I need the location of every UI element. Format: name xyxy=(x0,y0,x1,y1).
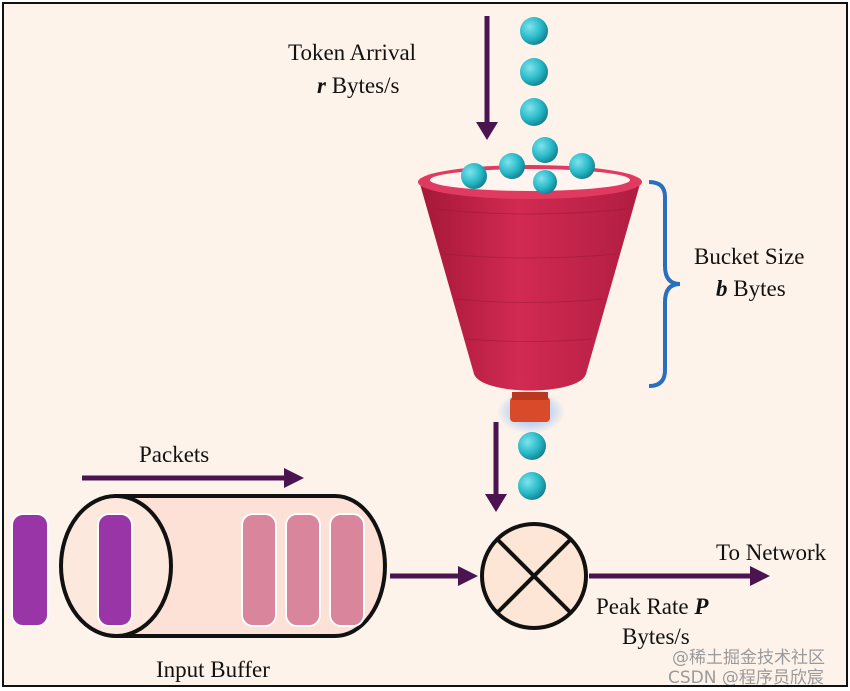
peak-rate-label: Peak Rate P xyxy=(596,594,709,619)
regulator-gate xyxy=(480,522,588,630)
bucket-size-variable: b xyxy=(716,276,728,301)
diagram-canvas: Token Arrival r Bytes/s Bucket Size b By… xyxy=(11,16,827,687)
to-network-label: To Network xyxy=(716,540,827,565)
buffered-packet xyxy=(329,513,365,627)
bucket xyxy=(418,137,642,434)
incoming-tokens xyxy=(520,17,548,126)
bucket-size-bracket xyxy=(648,180,681,388)
token-rate-variable: r xyxy=(317,73,327,98)
token xyxy=(569,153,595,179)
token-arrival-arrow xyxy=(476,16,498,140)
token-arrival-label: Token Arrival xyxy=(288,40,416,65)
token xyxy=(532,137,558,163)
buffered-packet xyxy=(241,513,277,627)
outgoing-tokens xyxy=(518,432,546,500)
token xyxy=(520,17,548,45)
packets-arrow xyxy=(82,468,304,488)
token xyxy=(520,98,548,126)
bucket-size-unit: Bytes xyxy=(728,276,786,301)
token-rate-unit: Bytes/s xyxy=(326,73,400,98)
input-buffer xyxy=(59,494,387,638)
buffered-packet xyxy=(97,513,133,627)
buffered-packet xyxy=(285,513,321,627)
token xyxy=(461,163,487,189)
to-network-arrow xyxy=(589,566,770,586)
peak-rate-text: Peak Rate xyxy=(596,594,694,619)
token xyxy=(520,58,548,86)
packets-label: Packets xyxy=(139,442,209,467)
input-buffer-label: Input Buffer xyxy=(156,657,270,682)
watermark-line2: CSDN @程序员欣宸 xyxy=(668,668,824,687)
token xyxy=(518,472,546,500)
peak-rate-unit-label: Bytes/s xyxy=(622,624,690,649)
buffer-output-arrow xyxy=(390,566,478,586)
bucket-size-value-label: b Bytes xyxy=(716,276,786,301)
watermark-line1: @稀土掘金技术社区 xyxy=(672,648,825,668)
bucket-size-label: Bucket Size xyxy=(694,244,805,269)
arriving-packet xyxy=(11,513,49,627)
token xyxy=(499,153,525,179)
token-rate-label: r Bytes/s xyxy=(317,73,399,98)
token xyxy=(533,170,557,194)
token xyxy=(518,432,546,460)
peak-rate-variable: P xyxy=(693,594,709,619)
token-release-arrow xyxy=(485,422,507,512)
